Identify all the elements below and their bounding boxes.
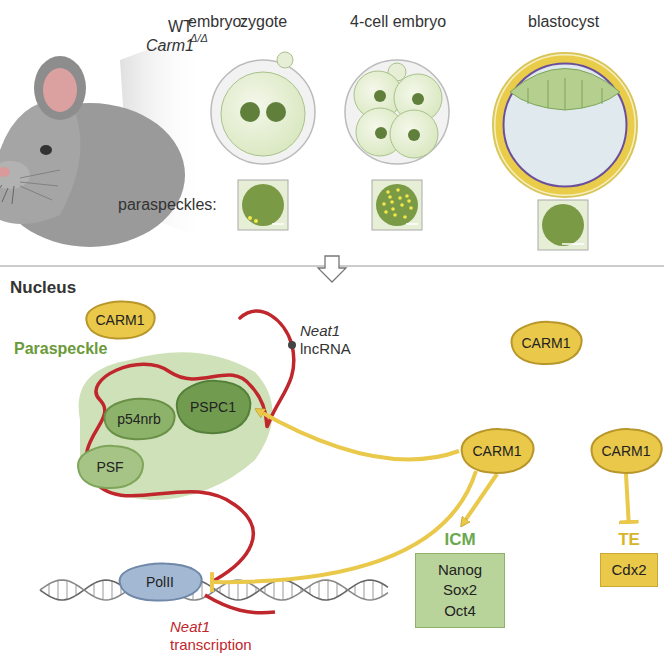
label: Neat1 (300, 322, 340, 339)
protein-blob: p54nrb (98, 395, 180, 443)
protein-blob: CARM1 (455, 425, 539, 477)
node-heading: ICM (415, 530, 505, 550)
protein-blob: PSF (72, 442, 148, 492)
label: Carm1 (146, 37, 194, 55)
protein-name: p54nrb (117, 411, 161, 427)
label: zygote (240, 13, 287, 31)
gene-box: ICM Nanog Sox2 Oct4 (415, 530, 505, 628)
label: Paraspeckle (14, 340, 107, 358)
gene-panel: Cdx2 (600, 553, 658, 587)
gene-box: TE Cdx2 (600, 530, 658, 587)
protein-blob: PolII (112, 560, 208, 604)
mouse (0, 56, 185, 247)
protein-name: PolII (146, 574, 174, 590)
protein-name: CARM1 (472, 443, 521, 459)
protein-blob: CARM1 (585, 425, 664, 477)
paraspeckle-insets (238, 180, 588, 250)
label: Nucleus (10, 278, 76, 298)
gene-panel: Nanog Sox2 Oct4 (415, 553, 505, 628)
gene-names: Cdx2 (611, 560, 646, 580)
node-heading: TE (600, 530, 658, 550)
protein-blob: CARM1 (80, 298, 160, 342)
protein-name: CARM1 (95, 312, 144, 328)
gene-names: Nanog Sox2 Oct4 (438, 560, 482, 621)
four-cell-embryo (345, 60, 449, 164)
protein-name: CARM1 (601, 443, 650, 459)
label: paraspeckles: (118, 196, 217, 214)
label: Neat1 (170, 618, 210, 635)
activation-arrow (257, 410, 459, 460)
label: transcription (170, 636, 252, 653)
protein-blob: CARM1 (505, 318, 587, 368)
protein-blob: PSPC1 (170, 376, 256, 438)
label: Δ/Δ (190, 32, 208, 45)
protein-name: PSPC1 (190, 399, 236, 415)
activation-arrow (462, 474, 497, 525)
zygote-embryo (211, 52, 315, 164)
label: embryo: (188, 13, 246, 31)
label: lncRNA (300, 340, 351, 357)
label: 4-cell embryo (350, 13, 446, 31)
label: blastocyst (528, 13, 599, 31)
protein-name: CARM1 (521, 335, 570, 351)
blastocyst-embryo (493, 53, 637, 197)
inhibition-connector (626, 474, 629, 522)
protein-name: PSF (96, 459, 123, 475)
